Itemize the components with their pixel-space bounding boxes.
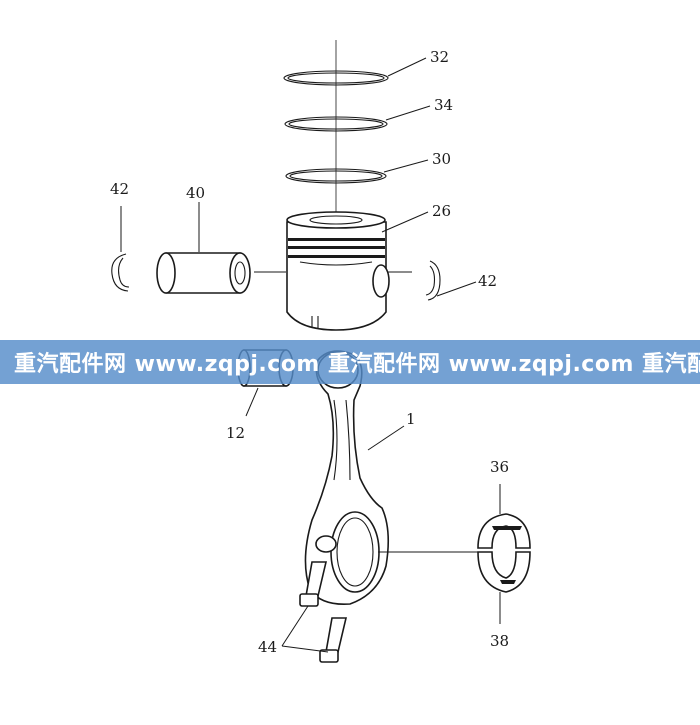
- callout-12: 12: [226, 424, 245, 442]
- piston-pin-40: [156, 252, 251, 294]
- piston-ring-30: [285, 168, 387, 184]
- callout-30: 30: [432, 150, 451, 168]
- connecting-rod-bolt-44-lower: [319, 617, 348, 663]
- callout-42-right: 42: [478, 272, 497, 290]
- piston-26: [286, 211, 390, 331]
- leader-lines: [120, 57, 501, 653]
- connecting-rod-bolt-44-upper: [299, 561, 328, 607]
- circlip-42-right: [425, 260, 441, 301]
- callout-42-left: 42: [110, 180, 129, 198]
- callout-44: 44: [258, 638, 277, 656]
- watermark-text: 重汽配件网 www.zqpj.com 重汽配件网 www.zqpj.com 重汽…: [14, 352, 700, 377]
- watermark-banner: 重汽配件网 www.zqpj.com 重汽配件网 www.zqpj.com 重汽…: [0, 340, 700, 384]
- callout-32: 32: [430, 48, 449, 66]
- callout-26: 26: [432, 202, 451, 220]
- piston-ring-34: [284, 116, 388, 132]
- piston-ring-32: [283, 70, 389, 86]
- connecting-rod-1: [304, 350, 390, 606]
- bearing-shell-36: [477, 513, 531, 549]
- callout-38: 38: [490, 632, 509, 650]
- bearing-shell-38: [477, 551, 531, 593]
- circlip-42-left: [111, 253, 130, 292]
- callout-34: 34: [434, 96, 453, 114]
- callout-36: 36: [490, 458, 509, 476]
- callout-40: 40: [186, 184, 205, 202]
- callout-1: 1: [406, 410, 416, 428]
